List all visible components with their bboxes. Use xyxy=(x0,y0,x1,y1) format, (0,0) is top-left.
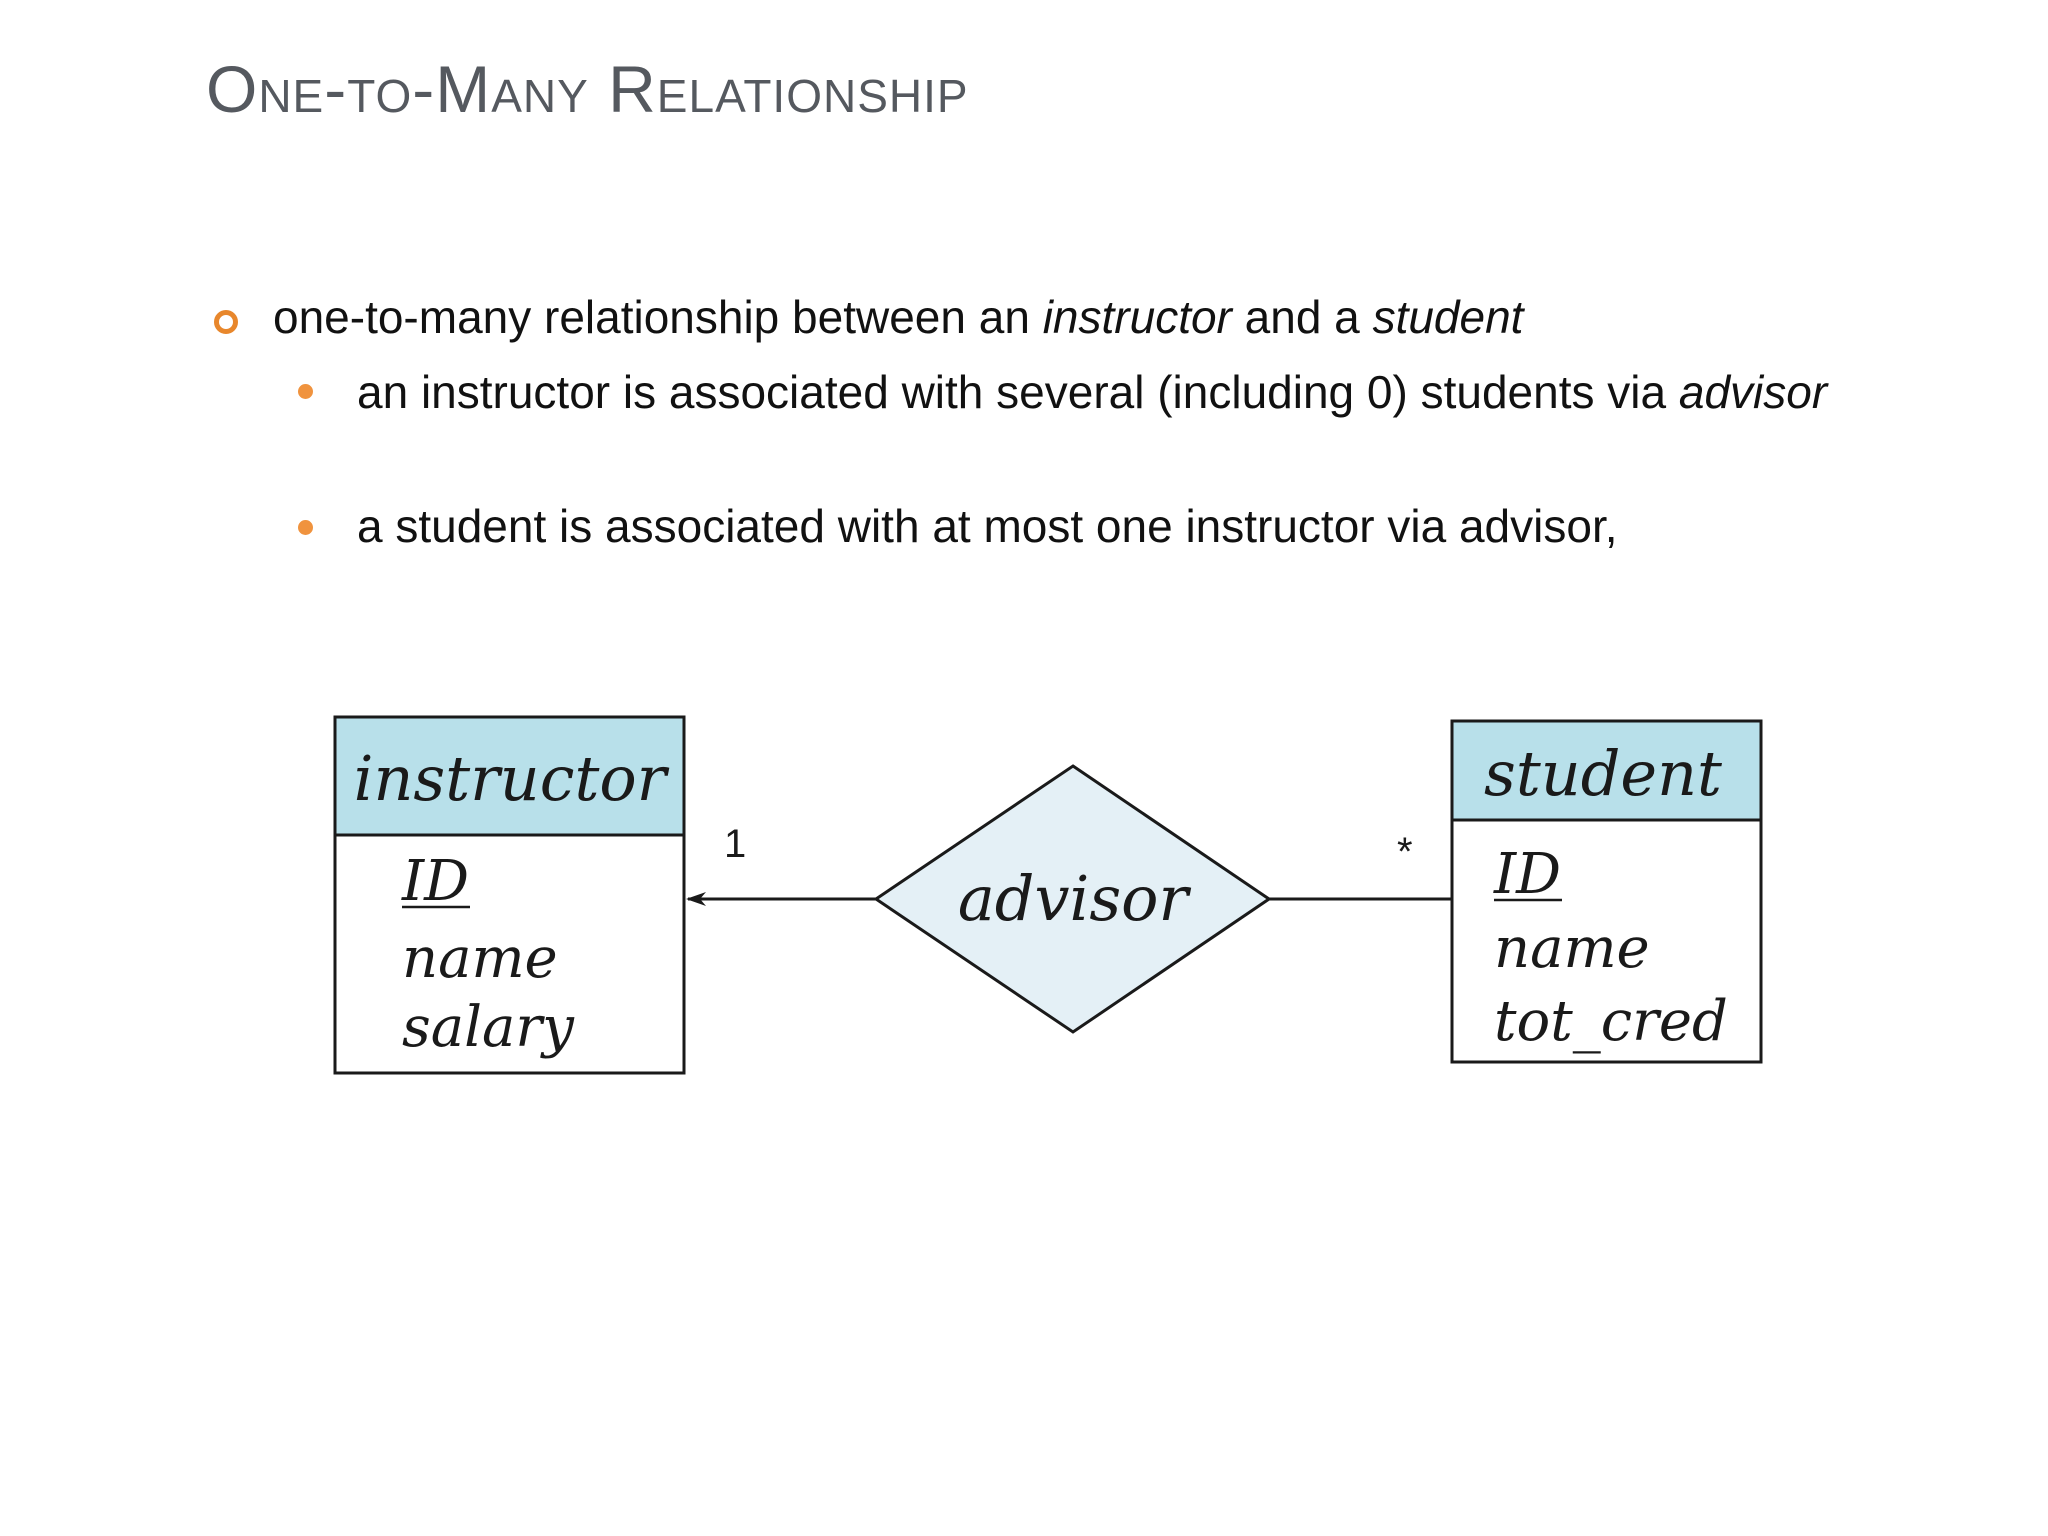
relationship-advisor: advisor xyxy=(873,764,1272,1034)
bullet-text: one-to-many relationship between an xyxy=(273,291,1043,343)
entity-attribute: tot_cred xyxy=(1494,989,1728,1054)
entity-body xyxy=(1450,818,1763,1064)
entity-attribute: salary xyxy=(402,995,575,1060)
entity-header xyxy=(333,715,686,837)
entity-name: student xyxy=(1484,737,1722,810)
bullet-level1: one-to-many relationship between an inst… xyxy=(273,289,1973,345)
bullet-text: a student is associated with at most one… xyxy=(357,500,1618,552)
entity-attribute: name xyxy=(1494,916,1650,981)
entity-attribute: name xyxy=(402,926,558,991)
cardinality-label-many: * xyxy=(1397,830,1413,874)
dot-bullet-icon xyxy=(298,520,313,535)
bullet-italic-term: student xyxy=(1372,291,1524,343)
entity-attribute-pk: ID xyxy=(1493,842,1561,907)
bullet-level2: an instructor is associated with several… xyxy=(357,363,1917,421)
relationship-name: advisor xyxy=(958,862,1192,935)
slide-title: One-to-Many Relationship xyxy=(206,52,969,126)
bullet-italic-term: instructor xyxy=(1042,291,1232,343)
entity-student: student ID name tot_cred xyxy=(1450,719,1763,1064)
entity-body xyxy=(333,833,686,1075)
hollow-circle-bullet-icon xyxy=(214,310,238,334)
cardinality-label-one: 1 xyxy=(724,822,746,866)
bullet-italic-term: advisor xyxy=(1678,366,1828,418)
bullet-text: an instructor is associated with several… xyxy=(357,366,1679,418)
bullet-level2: a student is associated with at most one… xyxy=(357,497,1917,555)
relationship-diamond xyxy=(873,764,1272,1034)
dot-bullet-icon xyxy=(298,384,313,399)
bullet-text: and a xyxy=(1231,291,1373,343)
entity-name: instructor xyxy=(354,742,670,815)
entity-header xyxy=(1450,719,1763,822)
entity-attribute-pk: ID xyxy=(401,849,469,914)
entity-instructor: instructor ID name salary xyxy=(333,715,686,1075)
